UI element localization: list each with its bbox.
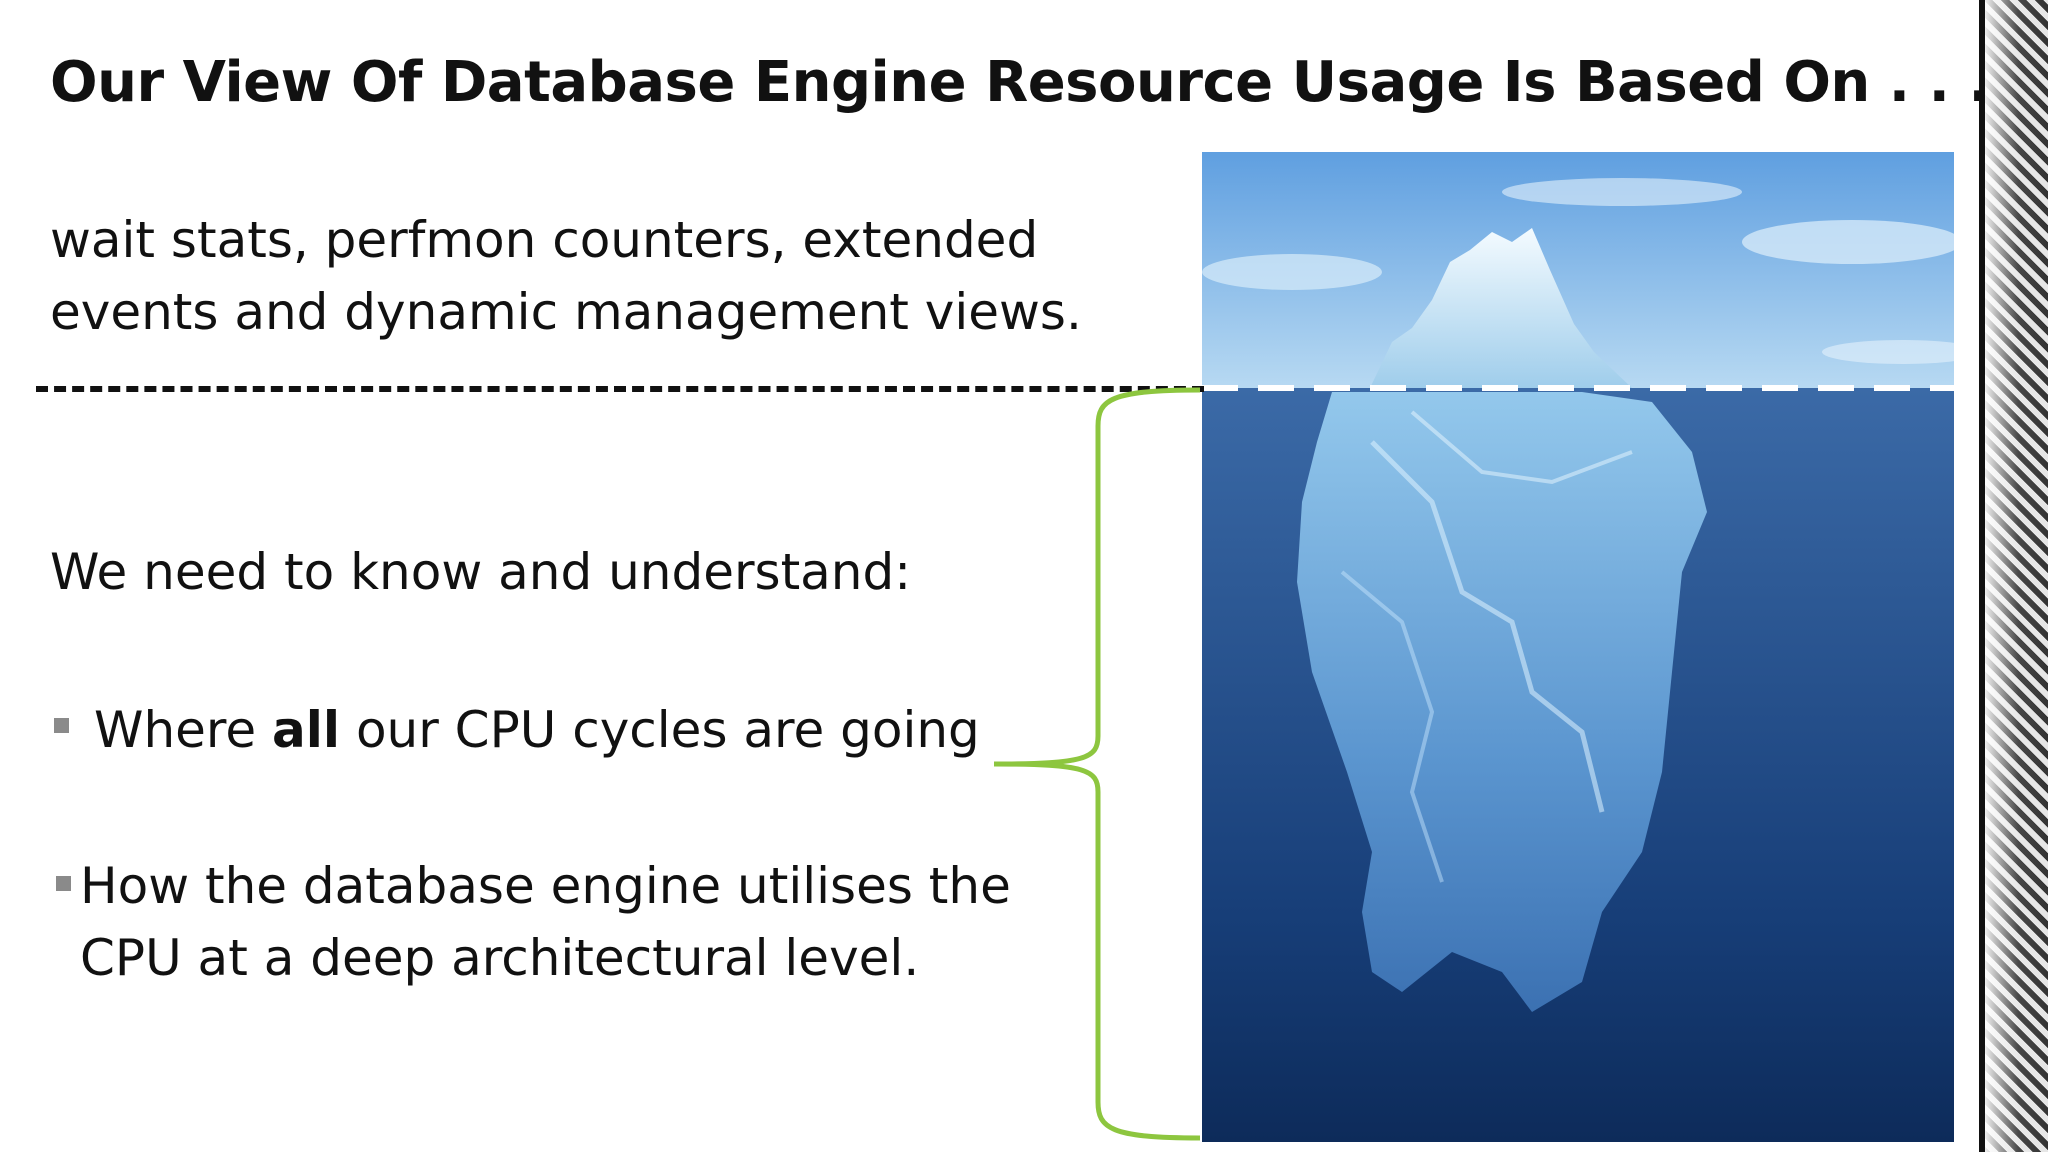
square-bullet-icon <box>56 876 71 891</box>
intro-text: wait stats, perfmon counters, extended e… <box>50 204 1082 348</box>
waterline-divider <box>36 386 1204 392</box>
iceberg-tip <box>1370 228 1632 388</box>
bullet-2-line-1: How the database engine utilises the <box>80 857 1011 915</box>
bullet-cpu-cycles: Where all our CPU cycles are going <box>94 694 980 766</box>
bullet-1-before: Where <box>94 701 273 759</box>
bullet-1-after: our CPU cycles are going <box>340 701 980 759</box>
need-to-know-text: We need to know and understand: <box>50 543 912 601</box>
square-bullet-icon <box>54 718 69 733</box>
bullet-2-line-2: CPU at a deep architectural level. <box>80 929 920 987</box>
side-divider-bar <box>1979 0 1985 1152</box>
iceberg-image <box>1202 152 1954 1142</box>
intro-line-2: events and dynamic management views. <box>50 283 1082 341</box>
iceberg-underwater <box>1297 392 1707 1012</box>
bullet-architecture: How the database engine utilises the CPU… <box>80 850 1011 994</box>
slide-title: Our View Of Database Engine Resource Usa… <box>50 50 1990 115</box>
curly-brace-icon <box>993 387 1201 1141</box>
side-strip-fade <box>1982 0 2048 1152</box>
intro-line-1: wait stats, perfmon counters, extended <box>50 211 1039 269</box>
bullet-1-bold: all <box>272 701 341 759</box>
